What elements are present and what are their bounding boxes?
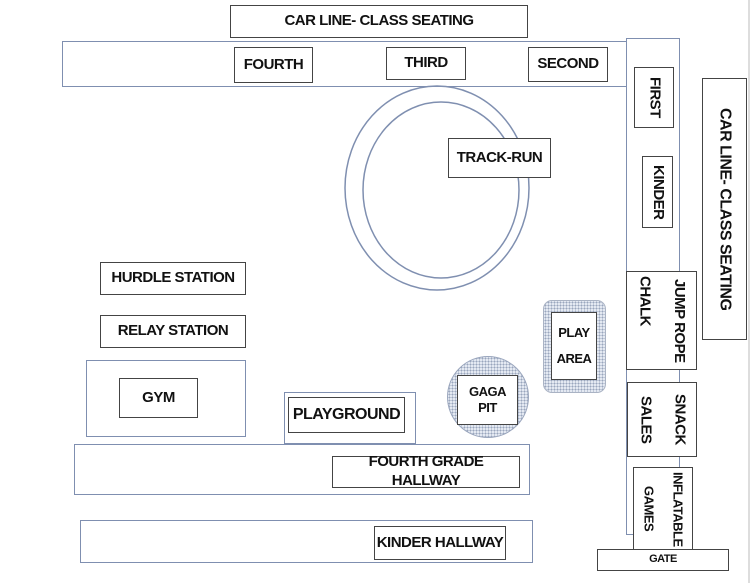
play-area: PLAY AREA: [551, 312, 597, 380]
gate-label: GATE: [649, 553, 677, 566]
gaga-pit-label: GAGA PIT: [469, 383, 507, 415]
fourth-seating: FOURTH: [234, 47, 313, 83]
relay-station: RELAY STATION: [100, 315, 246, 348]
kinder-hallway: KINDER HALLWAY: [374, 526, 506, 560]
second-seating: SECOND: [528, 47, 608, 82]
third-seating: THIRD: [386, 47, 466, 80]
games-label: GAMES: [641, 486, 657, 532]
relay-station-label: RELAY STATION: [117, 322, 229, 340]
hurdle-station-label: HURDLE STATION: [111, 269, 235, 287]
snack-label: SNACK: [671, 394, 689, 445]
third-label: THIRD: [404, 54, 448, 72]
track-run-station: TRACK-RUN: [448, 138, 551, 178]
snack-sales-station: SNACK SALES: [627, 382, 697, 457]
first-label: FIRST: [646, 77, 664, 118]
playground: PLAYGROUND: [288, 397, 405, 433]
track-run-label: TRACK-RUN: [456, 148, 543, 166]
car-line-right: CAR LINE- CLASS SEATING: [702, 78, 747, 340]
gym-label: GYM: [142, 388, 175, 406]
jump-rope-label: JUMP ROPE: [671, 278, 689, 363]
fourth-label: FOURTH: [243, 55, 304, 73]
gate: GATE: [597, 549, 729, 571]
kinder-seating: KINDER: [642, 156, 673, 228]
kinder-hallway-label: KINDER HALLWAY: [376, 533, 504, 551]
car-line-top-label: CAR LINE- CLASS SEATING: [284, 12, 474, 30]
gym: GYM: [119, 378, 198, 418]
fourth-grade-hallway-label: FOURTH GRADE HALLWAY: [368, 453, 484, 489]
first-seating: FIRST: [634, 67, 674, 128]
inflatable-label: INFLATABLE: [670, 471, 686, 547]
track-inner: [362, 101, 520, 279]
second-label: SECOND: [537, 55, 599, 73]
fourth-grade-hallway: FOURTH GRADE HALLWAY: [332, 453, 520, 489]
chalk-label: CHALK: [636, 276, 654, 326]
play-area-label: PLAY AREA: [556, 325, 592, 366]
gaga-pit: GAGA PIT: [457, 375, 518, 425]
jump-rope-chalk-station: JUMP ROPE CHALK: [626, 271, 697, 370]
right-edge: [748, 0, 750, 583]
playground-label: PLAYGROUND: [292, 406, 401, 423]
kinder-label: KINDER: [649, 164, 667, 220]
car-line-top: CAR LINE- CLASS SEATING: [230, 5, 528, 38]
track-outer: [344, 85, 530, 291]
sales-label: SALES: [637, 395, 655, 444]
inflatable-games-station: INFLATABLE GAMES: [633, 467, 693, 551]
car-line-right-label: CAR LINE- CLASS SEATING: [716, 107, 734, 311]
hurdle-station: HURDLE STATION: [100, 262, 246, 295]
